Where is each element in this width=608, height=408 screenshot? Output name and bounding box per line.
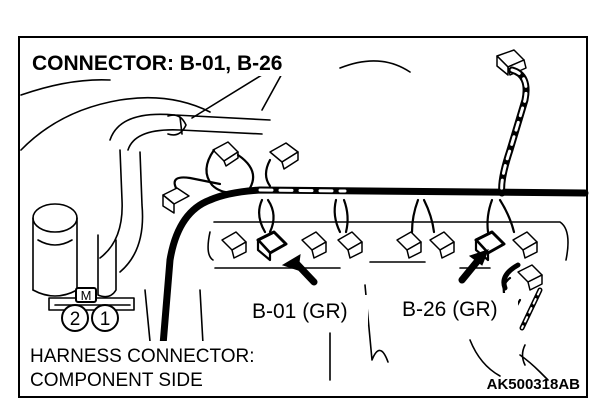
caption-panel (28, 341, 328, 393)
target-connectors (256, 230, 506, 262)
diagram-border (18, 36, 588, 398)
main-harness (159, 66, 589, 349)
caption-line-2: COMPONENT SIDE (30, 370, 203, 391)
diagram-title: CONNECTOR: B-01, B-26 (32, 52, 282, 75)
part-code: AK500318AB (487, 376, 581, 393)
callout-b26: B-26 (GR) (402, 298, 498, 321)
pin-2-marker (61, 304, 89, 332)
sensor-component (61, 287, 119, 332)
component-mark-m: M (81, 288, 92, 303)
callout-panel-b26 (398, 293, 518, 323)
pin-1-label: 1 (100, 309, 111, 330)
callout-b01: B-01 (GR) (252, 300, 348, 323)
harness-connectors (162, 49, 543, 291)
pointer-arrows (281, 249, 489, 286)
caption-line-1: HARNESS CONNECTOR: (30, 346, 255, 367)
pin-1-marker (91, 304, 119, 332)
callout-panel-b01 (248, 295, 368, 325)
connector-wires (173, 148, 522, 320)
title-panel (28, 46, 328, 76)
pin-2-label: 2 (70, 309, 81, 330)
engine-line-art (20, 60, 569, 381)
